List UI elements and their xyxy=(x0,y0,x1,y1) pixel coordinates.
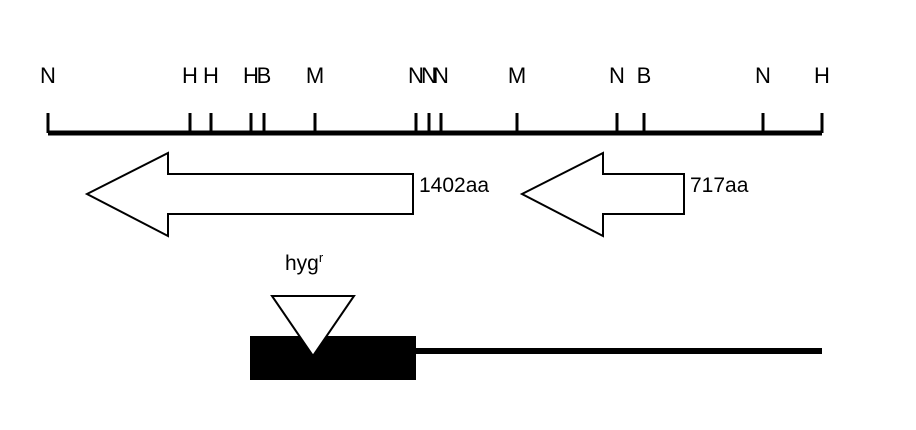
insertion-label: hygr xyxy=(285,250,324,275)
site-label: H xyxy=(814,63,830,88)
orf-arrow xyxy=(84,151,414,238)
site-label: H xyxy=(182,63,198,88)
site-label: B xyxy=(637,63,652,88)
site-label: N xyxy=(609,63,625,88)
site-label: M xyxy=(306,63,324,88)
site-label: H xyxy=(203,63,219,88)
site-label: N xyxy=(408,63,424,88)
orf-label: 717aa xyxy=(690,174,749,197)
site-label: M xyxy=(508,63,526,88)
site-label: B xyxy=(257,63,272,88)
insertion-triangle xyxy=(270,295,356,358)
site-label: N xyxy=(433,63,449,88)
construct-block xyxy=(250,336,416,380)
orf-arrow xyxy=(519,151,685,238)
site-label: N xyxy=(421,63,437,88)
site-label: H xyxy=(243,63,259,88)
site-label: N xyxy=(40,63,56,88)
orf-label: 1402aa xyxy=(419,174,489,197)
site-label: N xyxy=(755,63,771,88)
